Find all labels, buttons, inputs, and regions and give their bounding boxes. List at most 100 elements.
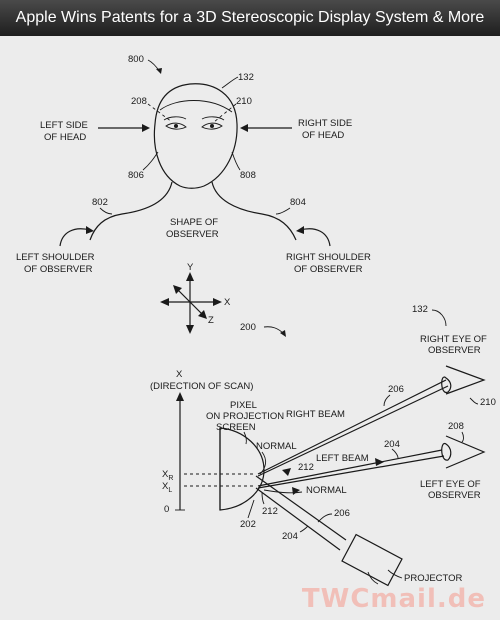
ref-206-top-leader [383, 394, 391, 407]
right-side-arrowhead [240, 124, 248, 132]
left-side-of-head-line1: LEFT SIDE [40, 120, 88, 131]
right-shoulder-arrowhead [296, 226, 304, 234]
left-neck-shoulder-outline [89, 181, 173, 241]
z-axis-label: Z [208, 315, 214, 326]
xr-label: XR [162, 469, 173, 482]
right-beam-lower-edge [257, 385, 449, 477]
scan-axis-zero-label: 0 [164, 504, 169, 515]
ref-806-leader [142, 151, 159, 171]
ref-132-top-label: 132 [238, 72, 254, 83]
ref-212-top-label: 212 [298, 462, 314, 473]
y-axis-label: Y [187, 262, 194, 273]
left-shoulder-arrow [59, 228, 91, 247]
ref-800-arrowhead [156, 68, 162, 74]
patent-figure-svg: 800 132 208 210 LEFT SIDE OF HEAD RIGHT … [16, 54, 496, 587]
projector-leader [387, 569, 403, 579]
ref-202-label: 202 [240, 519, 256, 530]
ref-800-label: 800 [128, 54, 144, 65]
head-shading-line [159, 100, 233, 113]
ref-208-bottom-leader [461, 431, 464, 443]
patent-drawing: 800 132 208 210 LEFT SIDE OF HEAD RIGHT … [0, 36, 500, 620]
watermark-logo: TWCmail.de [301, 584, 486, 614]
right-side-of-head-line1: RIGHT SIDE [298, 118, 352, 129]
ref-204-bottom-leader [299, 525, 309, 533]
x-axis-arrowhead-right [213, 298, 222, 306]
observer-head-outline [153, 83, 238, 189]
ref-204-bottom-label: 204 [282, 531, 298, 542]
shape-of-observer-line2: OBSERVER [166, 229, 219, 240]
projector-label: PROJECTOR [404, 573, 463, 584]
ref-802-leader [99, 207, 113, 215]
coordinate-axes: Y X Z [160, 262, 231, 334]
normal-top-leader [259, 451, 267, 475]
ref-204-top-leader [391, 448, 399, 459]
y-axis-arrowhead-down [186, 325, 194, 334]
right-neck-shoulder-outline [211, 181, 297, 241]
ref-200-label: 200 [240, 322, 256, 333]
projector-leg [367, 571, 379, 585]
xl-label: XL [162, 481, 172, 494]
left-eye-cornea [441, 443, 452, 461]
left-beam-lower-edge [257, 455, 445, 489]
ref-808-label: 808 [240, 170, 256, 181]
z-axis-arrowhead-back [173, 285, 182, 294]
normal-bottom-leader [263, 489, 303, 494]
observer-left-eye [165, 122, 187, 130]
right-eye-cornea [441, 376, 452, 393]
right-eye-label-line1: RIGHT EYE OF [420, 334, 487, 345]
left-eye-cone [445, 435, 486, 469]
ref-210-bottom-leader [469, 397, 479, 405]
normal-top-arrowhead [282, 468, 291, 476]
ref-208-bottom-label: 208 [448, 421, 464, 432]
left-shoulder-line2: OF OBSERVER [24, 264, 93, 275]
ref-208-leader [147, 103, 173, 123]
y-axis-arrowhead-up [186, 272, 194, 281]
left-shoulder-arrowhead [86, 226, 94, 234]
right-beam-label: RIGHT BEAM [286, 409, 345, 420]
right-beam-upper-edge [257, 379, 447, 475]
ref-804-label: 804 [290, 197, 306, 208]
ref-202-leader [247, 499, 255, 519]
ref-210-leader [213, 103, 237, 123]
pixel-lens-shape [219, 427, 265, 511]
left-beam-upper-edge [257, 449, 443, 487]
left-eye-pupil [174, 124, 178, 128]
x-axis-label: X [224, 297, 231, 308]
right-shoulder-arrow [299, 228, 331, 247]
ref-132-top-leader [221, 76, 239, 89]
z-axis-line [175, 287, 205, 317]
ref-808-leader [231, 151, 241, 171]
ref-210-bottom-label: 210 [480, 397, 496, 408]
projection-figure: 200 132 RIGHT EYE OF OBSERVER X (DIRECTI… [150, 304, 496, 587]
ref-206-bottom-label: 206 [334, 508, 350, 519]
scan-axis-x-label: X [176, 369, 183, 380]
right-shoulder-line2: OF OBSERVER [294, 264, 363, 275]
normal-bottom-arrowhead [292, 487, 300, 495]
right-side-of-head-line2: OF HEAD [302, 130, 344, 141]
projector-body [341, 533, 403, 587]
left-eye-label-line1: LEFT EYE OF [420, 479, 481, 490]
left-shoulder-line1: LEFT SHOULDER [16, 252, 95, 263]
observer-right-eye [201, 122, 223, 130]
left-brow [163, 116, 187, 121]
shape-of-observer-line1: SHAPE OF [170, 217, 218, 228]
right-brow [201, 116, 225, 121]
projector-beam-lower [255, 487, 341, 551]
right-eye-label-line2: OBSERVER [428, 345, 481, 356]
left-side-arrowhead [142, 124, 150, 132]
direction-of-scan-label: (DIRECTION OF SCAN) [150, 381, 253, 392]
normal-bottom-label: NORMAL [306, 485, 347, 496]
left-side-of-head-line2: OF HEAD [44, 132, 86, 143]
ref-204-top-label: 204 [384, 439, 400, 450]
pixel-label-line1: PIXEL [230, 400, 257, 411]
ref-210-top-label: 210 [236, 96, 252, 107]
article-headline: Apple Wins Patents for a 3D Stereoscopic… [0, 0, 500, 36]
left-beam-arrowhead [375, 458, 384, 466]
ref-206-top-label: 206 [388, 384, 404, 395]
ref-132-bottom-leader [431, 309, 447, 327]
projector-device [341, 533, 403, 587]
left-eye-label-line2: OBSERVER [428, 490, 481, 501]
scan-axis-arrowhead [176, 392, 184, 401]
ref-132-bottom-label: 132 [412, 304, 428, 315]
ref-208-top-label: 208 [131, 96, 147, 107]
